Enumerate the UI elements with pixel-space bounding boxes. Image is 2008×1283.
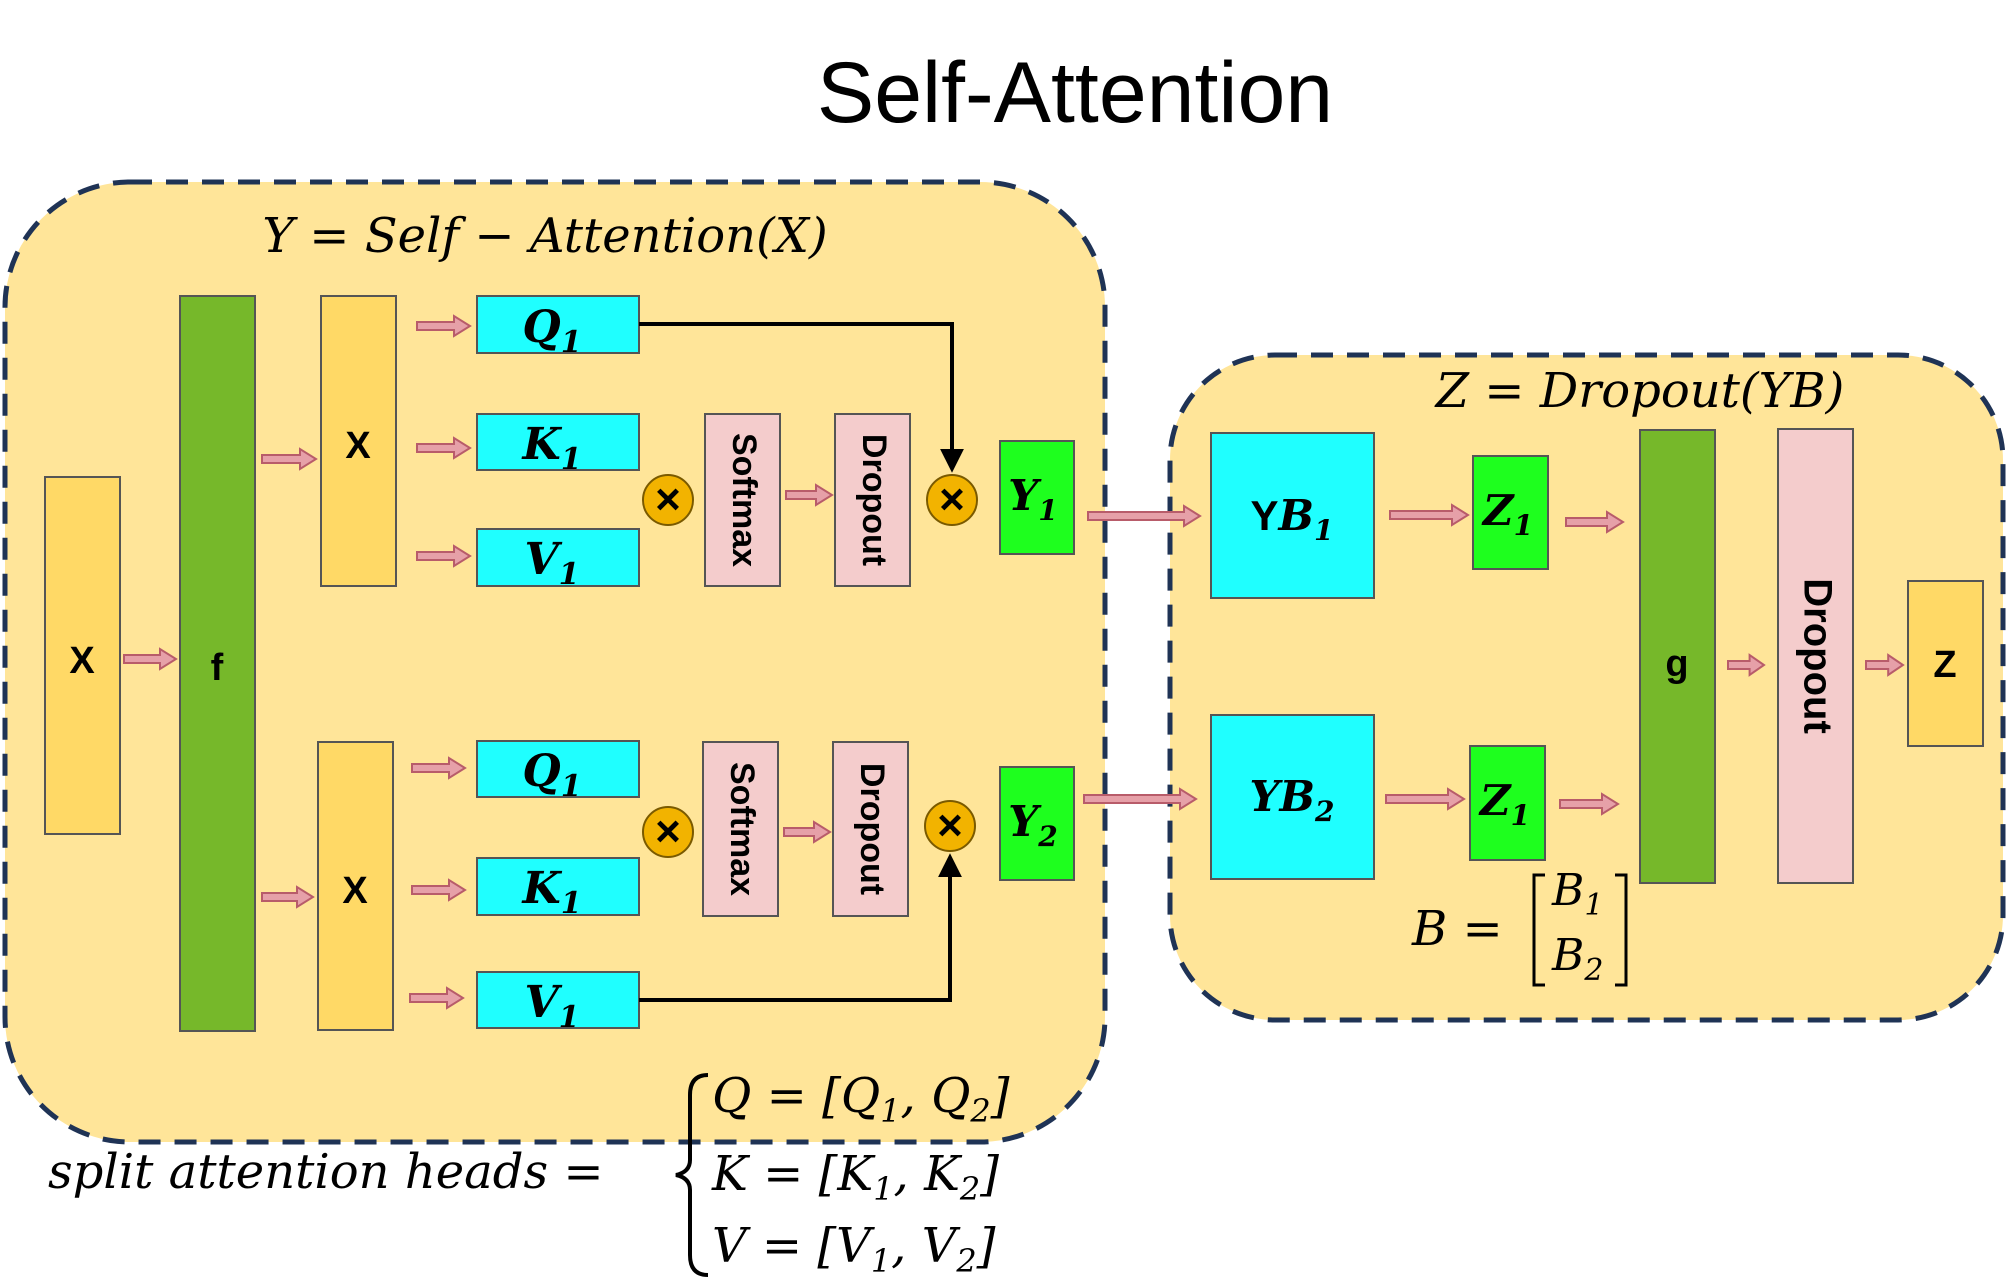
head1-qk-multiply-icon: ×	[642, 474, 694, 526]
arrow-z2-to-g	[1559, 792, 1620, 816]
arrow-f-to-head2-x	[261, 885, 315, 909]
head2-v-connector	[639, 853, 962, 1002]
arrow-z1-to-g	[1565, 510, 1625, 534]
arrow-f-to-head1-x	[261, 447, 318, 471]
g-box	[1639, 429, 1716, 884]
arrow-input-to-f	[123, 647, 178, 671]
head2-x-box	[317, 741, 394, 1031]
svg-text:K = [K1, K2]: K = [K1, K2]	[711, 1146, 999, 1208]
head1-k-box	[476, 413, 640, 471]
head2-q-box	[476, 740, 640, 798]
split-heads-equation: split attention heads = Q = [Q1, Q2] K =…	[48, 1068, 1010, 1280]
f-label: f	[211, 647, 224, 689]
head1-v-box	[476, 528, 640, 587]
svg-text:×: ×	[655, 475, 681, 524]
arrow-head1-x-to-v	[416, 544, 472, 568]
yb2-label: YB2	[1250, 772, 1335, 828]
yb2-box	[1210, 714, 1375, 880]
arrow-dropout-to-z	[1865, 653, 1905, 677]
yb1-box	[1210, 432, 1375, 599]
head1-q-connector	[639, 322, 964, 473]
arrow-yb2-to-z2	[1385, 787, 1466, 811]
head1-q-box	[476, 295, 640, 354]
head1-dropout-label: Dropout	[855, 434, 893, 566]
svg-text:Q = [Q1, Q2]: Q = [Q1, Q2]	[712, 1068, 1010, 1130]
right-dropout-box	[1777, 428, 1854, 884]
y2-label: Y2	[1008, 797, 1057, 853]
head1-softmax-box	[704, 413, 781, 587]
svg-text:B1: B1	[1551, 865, 1603, 923]
y1-label: Y1	[1008, 471, 1057, 527]
arrow-y1-to-yb1	[1087, 504, 1202, 528]
head1-softmax-label: Softmax	[725, 433, 763, 567]
right-dropout-label: Dropout	[1795, 578, 1839, 734]
yb1-label: YB1	[1251, 491, 1334, 547]
arrow-head2-x-to-q	[411, 756, 467, 780]
arrow-g-to-dropout	[1727, 653, 1766, 677]
head2-softmax-box	[702, 741, 779, 917]
output-z-label: Z	[1933, 644, 1956, 686]
dropout-equation: Z = Dropout(YB)	[1434, 363, 1845, 419]
svg-text:split attention heads =: split attention heads =	[48, 1144, 604, 1200]
head1-x-label: X	[345, 425, 371, 467]
head2-softmax-label: Softmax	[723, 762, 761, 896]
g-label: g	[1665, 643, 1688, 685]
svg-text:V = [V1, V2]: V = [V1, V2]	[712, 1218, 996, 1280]
head1-v-multiply-icon: ×	[926, 474, 978, 526]
arrow-head2-x-to-v	[409, 986, 465, 1010]
f-box	[179, 295, 256, 1032]
head1-dropout-box	[834, 413, 911, 587]
head2-k-label: K1	[520, 863, 581, 921]
z1-label: Z1	[1481, 486, 1533, 542]
head2-qk-multiply-icon: ×	[642, 806, 694, 858]
head2-v-box	[476, 971, 640, 1029]
arrow-y2-to-yb2	[1083, 787, 1198, 811]
head2-dropout-box	[832, 741, 909, 917]
svg-text:×: ×	[937, 801, 963, 850]
arrow-yb1-to-z1	[1389, 503, 1470, 527]
y1-box	[999, 440, 1075, 555]
head1-v-label: V1	[524, 534, 579, 592]
head1-k-label: K1	[520, 419, 581, 477]
head2-x-label: X	[342, 870, 368, 912]
input-x-box	[44, 476, 121, 835]
self-attention-equation: Y = Self − Attention(X)	[262, 208, 827, 264]
z1-box	[1472, 455, 1549, 570]
svg-text:B =: B =	[1411, 901, 1503, 957]
input-x-label: X	[69, 640, 95, 682]
page-title: Self-Attention	[817, 45, 1333, 141]
arrow-head1-softmax-to-dropout	[785, 483, 834, 507]
y2-box	[999, 766, 1075, 881]
svg-text:B2: B2	[1551, 930, 1603, 988]
arrow-head1-x-to-q	[416, 314, 472, 338]
head2-dropout-label: Dropout	[853, 763, 891, 895]
svg-text:×: ×	[939, 475, 965, 524]
head1-q-label: Q1	[522, 302, 581, 360]
b-matrix-equation: B = B1 B2	[1411, 865, 1628, 988]
head2-k-box	[476, 857, 640, 916]
z2-box	[1469, 745, 1546, 861]
svg-text:×: ×	[655, 807, 681, 856]
output-z-box	[1907, 580, 1984, 747]
arrow-head1-x-to-k	[416, 436, 472, 460]
head2-q-label: Q1	[522, 746, 581, 804]
arrow-head2-x-to-k	[411, 878, 467, 902]
head2-v-label: V1	[524, 977, 579, 1035]
head2-v-multiply-icon: ×	[924, 800, 976, 852]
flow-arrows	[123, 314, 1905, 1010]
head1-x-box	[320, 295, 397, 587]
arrow-head2-softmax-to-dropout	[783, 820, 832, 844]
z2-label: Z1	[1478, 776, 1530, 832]
